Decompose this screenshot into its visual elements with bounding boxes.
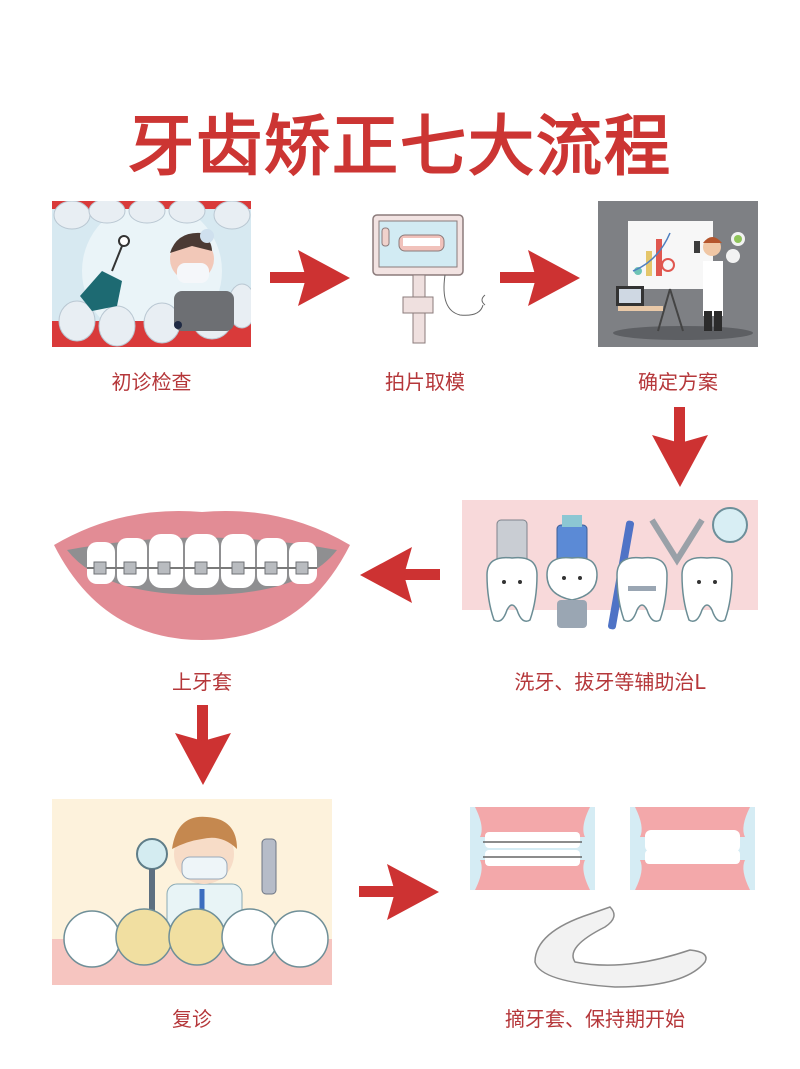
- arrow-right-icon: [498, 248, 582, 308]
- step-2-image: [365, 205, 490, 345]
- step-6-label: 复诊: [172, 1007, 212, 1031]
- step-2-label: 拍片取模: [385, 370, 465, 394]
- step-1-image: [52, 201, 251, 347]
- arrow-down-icon: [650, 405, 710, 489]
- arrow-right-icon: [357, 862, 441, 922]
- step-3-image: [598, 201, 758, 347]
- page-title: 牙齿矫正七大流程: [128, 108, 672, 186]
- step-3-label: 确定方案: [638, 370, 718, 394]
- step-5-label: 上牙套: [172, 670, 232, 694]
- step-7-label: 摘牙套、保持期开始: [505, 1007, 685, 1031]
- step-1-label: 初诊检查: [111, 370, 192, 394]
- step-4-image: [462, 500, 758, 640]
- step-5-image: [52, 500, 352, 645]
- step-4-label: 洗牙、拔牙等辅助治L: [514, 670, 706, 694]
- step-6-image: [52, 799, 332, 985]
- step-7-image: [465, 802, 760, 994]
- arrow-down-icon: [173, 703, 233, 787]
- arrow-left-icon: [358, 545, 442, 605]
- arrow-right-icon: [268, 248, 352, 308]
